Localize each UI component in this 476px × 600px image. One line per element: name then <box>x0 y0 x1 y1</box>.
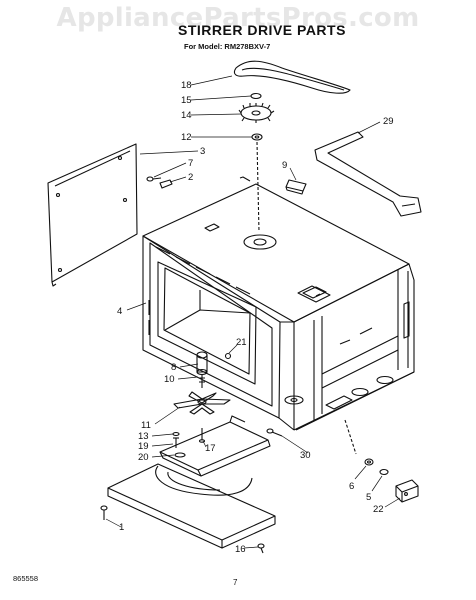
callout-3: 3 <box>200 146 205 157</box>
watermark: AppliancePartsPros.com <box>56 3 420 33</box>
callout-4: 4 <box>117 306 122 317</box>
part-bracket <box>314 131 422 217</box>
diagram-code: 865558 <box>13 574 39 583</box>
page-title: STIRRER DRIVE PARTS <box>178 22 346 38</box>
part-screw-19 <box>173 437 179 448</box>
part-clip-2 <box>159 179 173 189</box>
part-drive-shaft <box>196 351 208 388</box>
page-number: 7 <box>233 578 238 587</box>
part-washer-5 <box>379 468 389 476</box>
callout-6: 6 <box>349 481 354 492</box>
callout-13: 13 <box>138 431 149 442</box>
callout-17: 17 <box>205 443 216 454</box>
part-switch-22 <box>395 479 419 503</box>
part-cover-bracket <box>159 415 271 477</box>
callout-19: 19 <box>138 441 149 452</box>
part-screw-16 <box>257 543 265 554</box>
callout-5: 5 <box>366 492 371 503</box>
part-stirrer-blade <box>173 391 231 415</box>
part-nut-12 <box>251 133 263 141</box>
callout-22: 22 <box>373 504 384 515</box>
callout-2: 2 <box>188 172 193 183</box>
part-belt <box>233 60 351 94</box>
part-spacer <box>285 179 307 195</box>
part-guide-plate <box>107 463 276 549</box>
callout-29: 29 <box>383 116 394 127</box>
callout-30: 30 <box>300 450 311 461</box>
part-washer-15 <box>250 92 262 100</box>
callout-11: 11 <box>141 420 151 431</box>
callout-1: 1 <box>119 522 124 533</box>
callout-9: 9 <box>282 160 287 171</box>
callout-labels: 18 15 14 12 3 7 2 29 9 4 8 21 10 11 13 1… <box>117 80 394 555</box>
model-subtitle: For Model: RM278BXV-7 <box>184 42 271 51</box>
callout-12: 12 <box>181 132 192 143</box>
part-screw-7 <box>146 176 162 182</box>
callout-16: 16 <box>235 544 246 555</box>
callout-8: 8 <box>171 362 176 373</box>
part-screw-1 <box>100 505 108 520</box>
callout-7: 7 <box>188 158 193 169</box>
part-washer-13 <box>172 431 180 437</box>
callout-10: 10 <box>164 374 175 385</box>
part-nut-6 <box>364 458 374 466</box>
part-screw-30 <box>266 428 283 437</box>
cabinet <box>142 176 415 431</box>
part-screw-21 <box>224 352 232 360</box>
part-mounting-plate <box>47 143 138 287</box>
part-pulley <box>238 102 275 123</box>
callout-15: 15 <box>181 95 192 106</box>
callout-20: 20 <box>138 452 149 463</box>
callout-14: 14 <box>181 110 192 121</box>
callout-21: 21 <box>236 337 247 348</box>
callout-18: 18 <box>181 80 192 91</box>
